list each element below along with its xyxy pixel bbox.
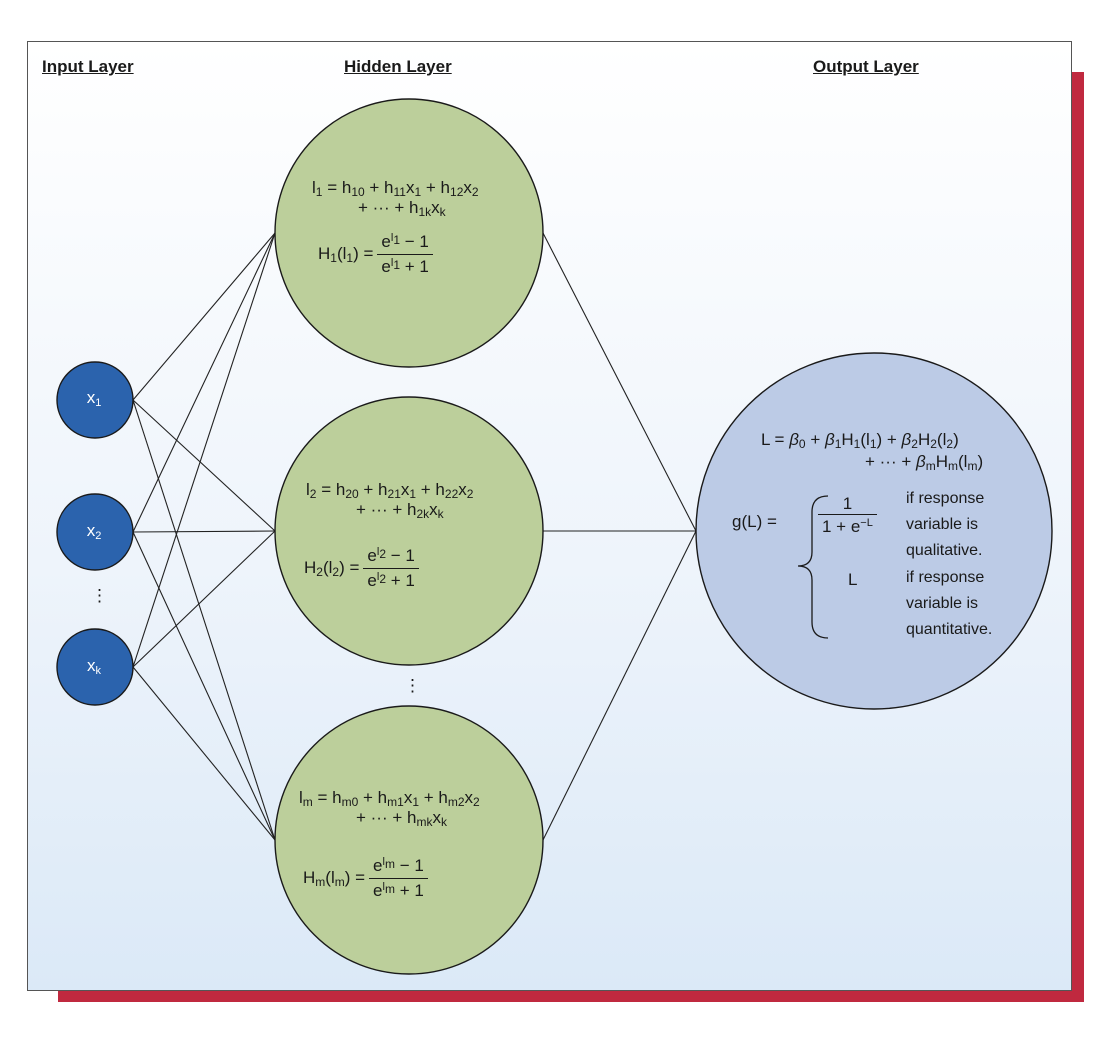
hidden-node-2-eq-line2: + ··· + h2kxk [356,500,444,521]
hidden-node-1-eq-line1: l1 = h10 + h11x1 + h12x2 [312,178,479,199]
network-nodes [56,98,1053,975]
hidden-node-1-eq-line2: + ··· + h1kxk [358,198,446,219]
output-g-lhs: g(L) = [732,512,777,531]
hidden-node-m [274,705,544,975]
edge-input-2-hidden-2 [132,530,276,533]
hidden-node-m-eq-line2: + ··· + hmkxk [356,808,447,829]
edge-input-2-hidden-1 [132,232,276,533]
output-case2-value: L [848,570,858,589]
edge-input-1-hidden-1 [132,232,276,401]
edge-input-3-hidden-1 [132,232,276,668]
input-layer-title: Input Layer [42,57,134,76]
edge-input-3-hidden-2 [132,530,276,668]
output-eq-line2: + ··· + βmHm(lm) [865,452,984,473]
input-node-x2 [56,493,134,571]
output-node [695,352,1053,710]
output-layer-title: Output Layer [813,57,919,76]
hidden-node-m-eq-line1: lm = hm0 + hm1x1 + hm2x2 [299,788,480,809]
hidden-node-1 [274,98,544,368]
input-node-xk-label: xk [87,656,101,677]
edge-hidden-1-output [542,232,697,532]
input-node-xk [56,628,134,706]
input-node-x1 [56,361,134,439]
edge-input-1-hidden-2 [132,399,276,532]
connection-lines [132,232,697,841]
output-case1-condition: if response variable is qualitative. [906,490,985,559]
input-ellipsis: ⋮ [91,586,108,605]
output-case2-condition: if response variable is quantitative. [906,569,993,638]
edge-input-2-hidden-3 [132,531,276,841]
edge-input-3-hidden-3 [132,666,276,841]
input-node-x1-label: x1 [86,388,102,409]
output-eq-line1: L = β0 + β1H1(l1) + β2H2(l2) [761,430,959,451]
hidden-layer-title: Hidden Layer [344,57,452,76]
edge-input-1-hidden-3 [132,399,276,841]
edge-hidden-3-output [542,530,697,841]
input-node-x2-label: x2 [86,521,102,542]
hidden-node-2 [274,396,544,666]
hidden-node-2-eq-line1: l2 = h20 + h21x1 + h22x2 [306,480,474,501]
hidden-ellipsis: ⋮ [404,676,421,695]
